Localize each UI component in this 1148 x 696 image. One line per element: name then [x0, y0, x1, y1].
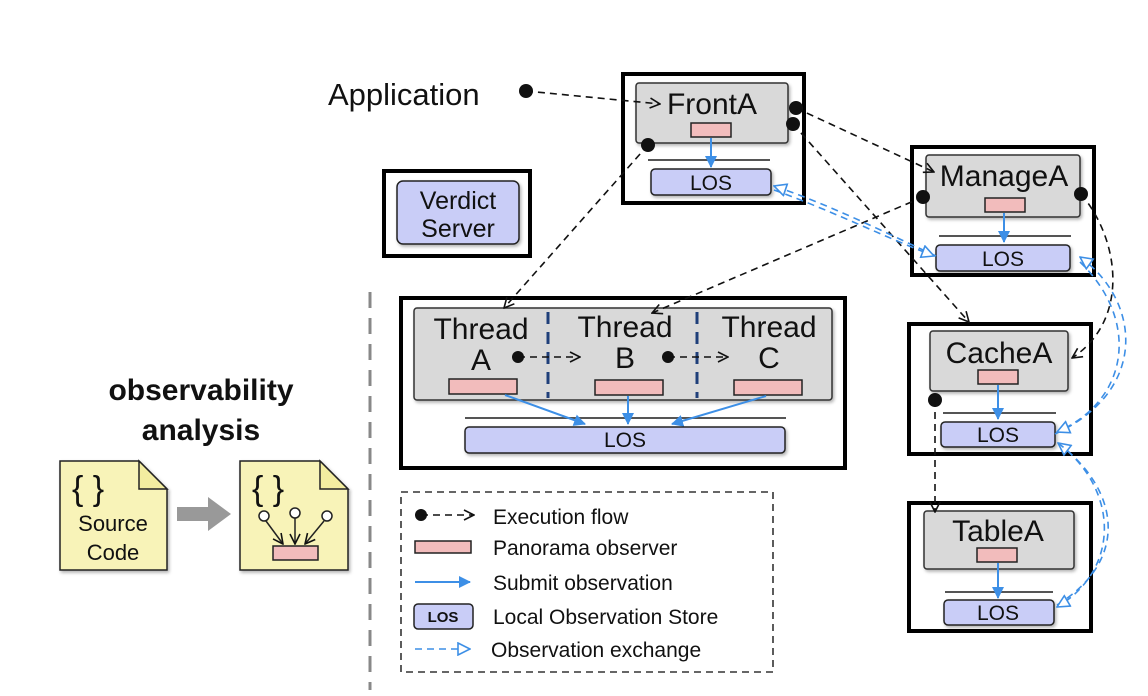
thread-b-observer	[594, 379, 664, 396]
thread-b-label-2: B	[615, 342, 635, 375]
legend-frame	[400, 491, 774, 673]
threads-los-label: LOS	[604, 429, 646, 452]
thread-c-label-1: Thread	[721, 311, 816, 344]
source-doc-braces-icon: { }	[72, 470, 104, 508]
execution-flows	[504, 84, 1114, 512]
verdict-server-label-1: Verdict	[420, 187, 496, 215]
analysis-arrow-icon	[177, 497, 231, 531]
manage-los-label: LOS	[982, 248, 1024, 271]
legend-label-observation-exchange: Observation exchange	[491, 639, 701, 662]
component-cache[interactable]: CacheA LOS	[907, 322, 1093, 456]
component-manage[interactable]: ManageA LOS	[910, 145, 1096, 277]
panorama-observer-icon	[414, 540, 472, 554]
exchange-manage-to-front	[774, 186, 937, 257]
instrumented-doc-braces-icon: { }	[252, 470, 284, 508]
instrumented-doc-fold	[319, 459, 350, 490]
exchange-cache-to-table	[1057, 442, 1106, 607]
legend-label-submit-observation: Submit observation	[493, 572, 673, 595]
front-los	[650, 168, 772, 196]
legend-label-execution-flow: Execution flow	[493, 506, 629, 529]
component-threads[interactable]: Thread A Thread B Thread C LOS	[399, 296, 847, 470]
component-table[interactable]: TableA LOS	[907, 501, 1093, 633]
exchange-manage-to-cache	[1057, 261, 1120, 432]
flow-manage-to-cache	[1072, 193, 1114, 358]
table-observer	[976, 547, 1018, 563]
manage-observer	[984, 197, 1026, 213]
flow-front-to-thread-a	[504, 144, 649, 308]
front-los-label: LOS	[690, 172, 732, 195]
cache-los	[940, 421, 1056, 448]
thread-c-submit-arrow	[671, 395, 767, 427]
legend-los-badge: LOS	[428, 609, 459, 626]
front-name: FrontA	[667, 88, 757, 121]
instrumentation-points-icon	[258, 507, 333, 561]
flow-manage-to-thread-b	[652, 196, 924, 313]
thread-c-label-2: C	[758, 342, 780, 375]
legend: Execution flow Panorama observer Submit …	[400, 491, 774, 673]
flow-front-to-manage	[795, 107, 934, 172]
component-front[interactable]: FrontA LOS	[621, 72, 806, 205]
source-code-document	[59, 459, 169, 571]
analysis-title-1: observability	[108, 374, 293, 407]
table-los-label: LOS	[977, 602, 1019, 625]
thread-c-observer	[733, 379, 803, 396]
source-doc-label-1: Source	[78, 511, 148, 536]
observability-analysis: observability analysis { } Source Code {…	[59, 374, 350, 571]
table-los	[943, 599, 1055, 626]
thread-a-label-2: A	[471, 344, 491, 377]
verdict-server-box	[396, 180, 520, 245]
threads-box	[413, 307, 833, 401]
front-observer	[690, 122, 732, 138]
thread-a-submit-arrow	[504, 394, 586, 426]
thread-a-label-1: Thread	[433, 313, 528, 346]
manage-los	[935, 244, 1071, 272]
legend-label-panorama-observer: Panorama observer	[493, 537, 677, 560]
source-doc-label-2: Code	[87, 540, 140, 565]
analysis-title-2: analysis	[142, 414, 260, 447]
thread-b-label-1: Thread	[577, 311, 672, 344]
application-label: Application	[328, 77, 480, 112]
source-doc-fold	[138, 459, 169, 490]
verdict-server[interactable]: Verdict Server	[382, 169, 532, 258]
flow-front-to-cache	[792, 123, 969, 322]
observation-exchanges	[773, 186, 1127, 607]
los-icon: LOS	[413, 603, 474, 630]
exchange-front-to-manage	[773, 189, 934, 256]
cache-name: CacheA	[946, 337, 1053, 370]
verdict-server-label-2: Server	[421, 215, 495, 243]
cache-observer	[977, 369, 1019, 385]
execution-flow-icon	[415, 509, 474, 521]
manage-name: ManageA	[940, 160, 1068, 193]
table-name: TableA	[952, 515, 1044, 548]
threads-los	[464, 426, 786, 454]
flow-application-to-front	[525, 90, 660, 104]
thread-a-observer	[448, 378, 518, 395]
legend-label-los: Local Observation Store	[493, 606, 718, 629]
cache-los-label: LOS	[977, 424, 1019, 447]
